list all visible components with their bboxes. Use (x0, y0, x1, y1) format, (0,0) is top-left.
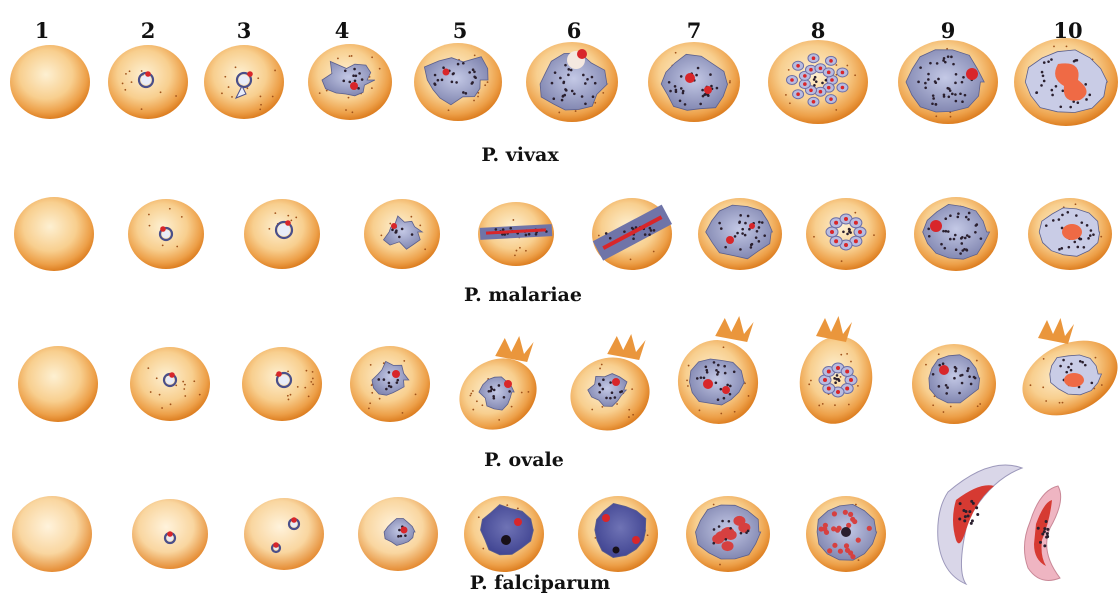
malariae-stage-9 (914, 197, 998, 271)
vivax-stage-2 (108, 45, 188, 119)
malariae-stage-3 (244, 199, 320, 269)
malariae-stage-5 (478, 202, 554, 266)
falciparum-gametocyte-2 (1024, 486, 1060, 580)
vivax-stage-6 (526, 42, 618, 122)
falciparum-stage-6 (578, 496, 658, 572)
ovale-stage-10 (1010, 318, 1120, 430)
ovale-stage-8 (793, 316, 879, 430)
malariae-stage-1 (14, 197, 94, 271)
species-label-ovale: P. ovale (374, 449, 674, 471)
malariae-stage-2 (128, 199, 204, 269)
falciparum-stage-3 (244, 498, 324, 570)
ovale-stage-6 (560, 334, 660, 442)
stage-number-5: 5 (440, 18, 480, 43)
malariae-stage-6 (592, 198, 672, 270)
ovale-stage-2 (130, 347, 210, 421)
ovale-stage-1 (18, 346, 98, 422)
ovale-stage-5 (446, 336, 549, 443)
species-label-falciparum: P. falciparum (390, 572, 690, 594)
falciparum-gametocyte-1 (938, 465, 1022, 584)
falciparum-stage-2 (132, 499, 208, 569)
falciparum-stage-8 (806, 496, 886, 572)
species-label-malariae: P. malariae (373, 284, 673, 306)
ovale-stage-3 (242, 347, 322, 421)
stage-number-9: 9 (928, 18, 968, 43)
stage-number-1: 1 (22, 18, 62, 43)
malariae-stage-4 (364, 199, 440, 269)
vivax-stage-9 (898, 40, 998, 124)
vivax-stage-10 (1014, 38, 1118, 126)
stage-number-2: 2 (128, 18, 168, 43)
stage-number-8: 8 (798, 18, 838, 43)
malariae-stage-7 (698, 198, 782, 270)
vivax-stage-7 (648, 42, 740, 122)
falciparum-stage-7 (686, 496, 770, 572)
ovale-stage-9 (912, 344, 996, 424)
stage-number-6: 6 (554, 18, 594, 43)
vivax-stage-3 (204, 45, 284, 119)
vivax-stage-4 (308, 44, 392, 120)
ovale-stage-4 (350, 346, 430, 422)
stage-number-3: 3 (224, 18, 264, 43)
vivax-stage-8 (768, 40, 868, 124)
falciparum-stage-5 (464, 496, 544, 572)
stage-number-4: 4 (322, 18, 362, 43)
stage-number-10: 10 (1048, 18, 1088, 43)
falciparum-stage-4 (358, 497, 438, 571)
vivax-stage-5 (414, 43, 502, 121)
vivax-stage-1 (10, 45, 90, 119)
malariae-stage-10 (1028, 198, 1112, 270)
stage-number-7: 7 (674, 18, 714, 43)
malariae-stage-8 (806, 198, 886, 270)
falciparum-stage-1 (12, 496, 92, 572)
ovale-stage-7 (671, 316, 764, 430)
species-label-vivax: P. vivax (370, 144, 670, 166)
